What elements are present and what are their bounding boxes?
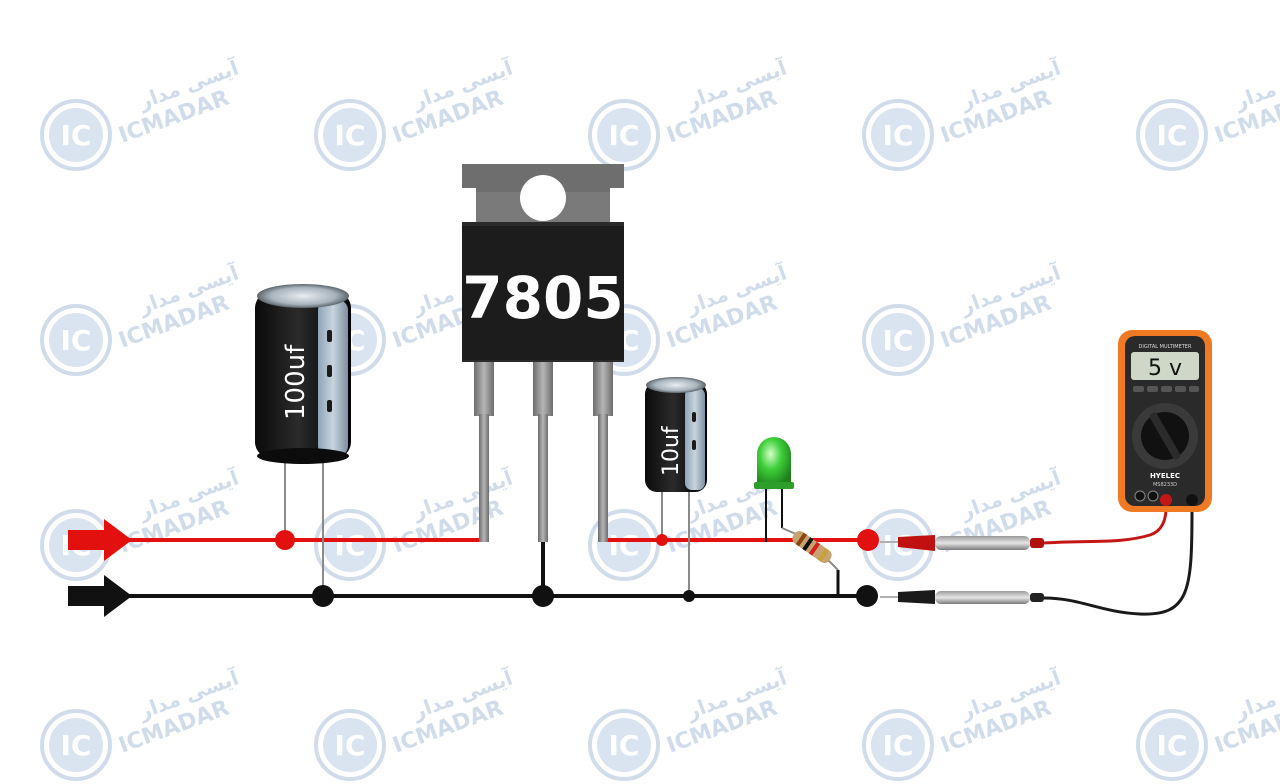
input-capacitor-label: 100uf [281, 344, 311, 420]
watermark-logo [1136, 662, 1280, 781]
watermark-logo [314, 662, 519, 781]
junction-dot [532, 585, 554, 607]
multimeter-reading: 5 v [1148, 356, 1182, 381]
input-positive-arrow-icon [68, 519, 132, 561]
red-jack [1160, 494, 1172, 506]
multimeter-brand: HYELEC [1150, 472, 1180, 480]
junction-dot [856, 585, 878, 607]
voltage-regulator: 7805 [462, 164, 624, 596]
input-capacitor: 100uf [255, 284, 351, 596]
regulator-output-leg [593, 362, 613, 416]
multimeter: DIGITAL MULTIMETER 5 v HYELEC MS8233D [1118, 330, 1212, 512]
regulator-ground-leg [533, 362, 553, 416]
watermark-logo [40, 462, 245, 581]
watermark-logo [588, 662, 793, 781]
red-probe [880, 507, 1168, 551]
black-probe [880, 507, 1194, 616]
junction-dot [683, 590, 695, 602]
regulator-label: 7805 [462, 264, 623, 332]
watermark-logo [40, 662, 245, 781]
watermark-logo [862, 52, 1067, 171]
output-capacitor-label: 10uf [659, 425, 684, 476]
watermark-logo [588, 52, 793, 171]
watermark-logo [40, 257, 245, 376]
regulator-input-leg [474, 362, 494, 416]
multimeter-model: MS8233D [1153, 482, 1177, 488]
black-jack [1186, 494, 1198, 506]
watermark-logo [862, 662, 1067, 781]
junction-dot [312, 585, 334, 607]
multimeter-header: DIGITAL MULTIMETER [1139, 344, 1192, 350]
watermark-logo [862, 462, 1067, 581]
watermark-logo [314, 52, 519, 171]
watermark-logo [40, 52, 245, 171]
output-capacitor: 10uf [645, 377, 707, 596]
resistor-icon [781, 527, 840, 598]
multimeter-display [1131, 352, 1199, 380]
junction-dot [656, 534, 668, 546]
led-icon [754, 437, 794, 542]
input-ground-arrow-icon [68, 575, 132, 617]
watermark-logo [862, 257, 1067, 376]
junction-dot [275, 530, 295, 550]
watermark-logo [1136, 52, 1280, 171]
junction-dot [857, 529, 879, 551]
